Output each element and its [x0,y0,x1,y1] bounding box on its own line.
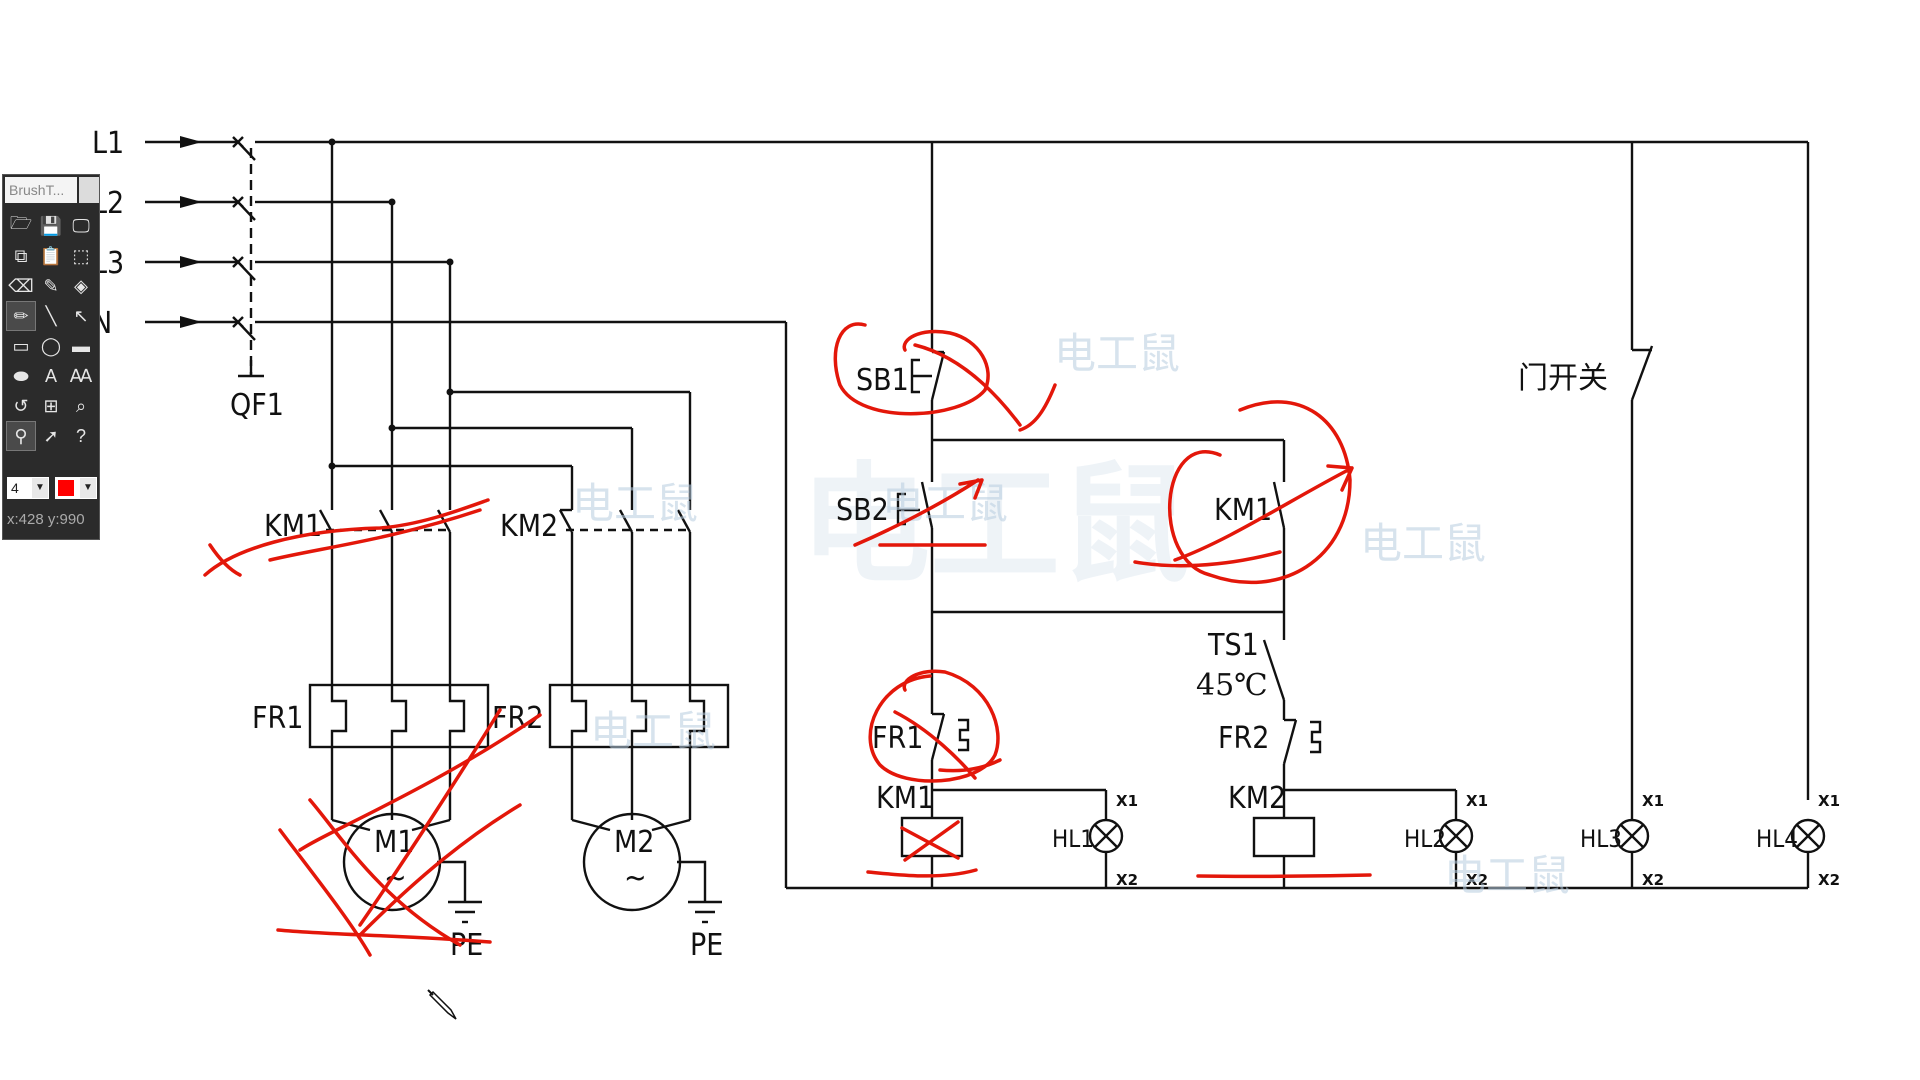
stop-button-sb1: SB1 [856,350,946,440]
label-l1: L1 [92,126,124,161]
cursor-coordinates: x:428 y:990 [7,511,85,528]
watermark-5: 电工鼠 [590,707,716,756]
door-switch: 门开关 [1518,345,1654,820]
toolbar-close-button[interactable] [79,177,99,203]
watermark-3: 电工鼠 [882,479,1008,528]
lamp-hl2: HL2 X1 X2 [1404,790,1488,889]
hl3-x1: X1 [1642,792,1664,810]
hl4-x1: X1 [1818,792,1840,810]
coil-km1: KM1 [876,781,1106,888]
save-icon[interactable]: 💾 [39,215,63,236]
label-km1-hold: KM1 [1214,493,1272,528]
overload-fr1: FR1 [252,683,490,820]
help-icon[interactable]: ? [75,425,86,446]
control-circuit [784,142,1810,890]
label-hl2: HL2 [1404,825,1446,853]
km2-main-contacts: KM2 [500,508,692,685]
km1-main-contacts: KM1 [264,466,452,685]
zoom-icon[interactable]: ⌕ [75,395,87,416]
text-outline-icon[interactable]: Ꜳ [69,365,93,386]
label-fr2-nc: FR2 [1218,721,1269,756]
chevron-down-icon[interactable]: ▼ [32,478,48,498]
temp-switch-ts1: TS1 45℃ [1196,612,1286,720]
phase-inputs: L1 L2 L3 N [92,126,202,341]
selection-rect-icon[interactable]: ⬚ [72,245,90,266]
undo-icon[interactable]: ↺ [13,395,29,416]
label-pe-m1: PE [450,928,483,963]
watermark-1: 电工鼠 [1054,329,1180,378]
rectangle-icon[interactable]: ▭ [12,335,30,356]
hl2-x2: X2 [1466,871,1488,889]
pointer-icon[interactable]: ➚ [43,425,59,446]
toolbar-title[interactable]: BrushT... [5,177,77,203]
hl1-x2: X2 [1116,871,1138,889]
lamp-hl4: HL4 X1 X2 [1756,792,1840,889]
pencil-icon[interactable]: ✏ [6,301,36,331]
motor-m2-tilde: ~ [624,861,647,896]
arrow-icon[interactable]: ↖ [73,305,89,326]
power-buses [270,138,1808,510]
motor-m2: M2 ~ PE [571,812,723,963]
km1-hold-contact: KM1 [1214,481,1286,612]
motor-m1-tilde: ~ [384,861,407,896]
label-sb1: SB1 [856,363,909,398]
label-km2-main: KM2 [500,509,558,544]
watermark-large: 电工鼠 [800,449,1190,601]
fr1-nc-contact: FR1 [872,612,970,790]
watermark-4: 电工鼠 [1360,519,1486,568]
lamp-hl3: HL3 X1 X2 [1580,792,1664,889]
eyedropper-icon[interactable]: ✎ [43,275,59,296]
filled-rectangle-icon[interactable]: ▬ [72,335,90,356]
brush-color-select[interactable]: ▼ [55,477,97,499]
label-hl4: HL4 [1756,825,1798,853]
pencil-cursor-icon [427,989,457,1020]
eraser-icon[interactable]: ⌫ [8,275,34,296]
chevron-down-icon[interactable]: ▼ [80,478,96,498]
screen-capture-icon[interactable]: 🖵 [72,215,90,236]
brush-size-select[interactable]: 4 ▼ [7,477,49,499]
label-fr1-main: FR1 [252,701,303,736]
line-icon[interactable]: ╲ [45,305,57,326]
hl2-x1: X1 [1466,792,1488,810]
hl3-x2: X2 [1642,871,1664,889]
copy-icon[interactable]: ⧉ [14,245,28,266]
label-qf1: QF1 [230,388,284,423]
grid-icon[interactable]: ⊞ [43,395,59,416]
label-pe-m2: PE [690,928,723,963]
label-hl1: HL1 [1052,825,1094,853]
watermark-6: 电工鼠 [1444,851,1570,900]
watermark-2: 电工鼠 [572,479,698,528]
fr2-nc-contact: FR2 [1218,718,1322,790]
fill-bucket-icon[interactable]: ◈ [74,275,88,296]
filled-ellipse-icon[interactable]: ⬬ [13,365,29,386]
ellipse-icon[interactable]: ◯ [40,335,62,356]
hl4-x2: X2 [1818,871,1840,889]
label-m2: M2 [614,825,654,860]
hl1-x1: X1 [1116,792,1138,810]
label-ts1: TS1 [1207,628,1259,663]
label-door-switch: 门开关 [1518,361,1608,396]
label-km1-coil: KM1 [876,781,934,816]
open-folder-icon[interactable]: 🗁 [9,213,33,233]
paste-icon[interactable]: 📋 [39,245,63,266]
label-ts1-temp: 45℃ [1196,668,1268,703]
brush-size-value: 4 [11,480,19,496]
label-km2-coil: KM2 [1228,781,1286,816]
label-hl3: HL3 [1580,825,1622,853]
coil-km2: KM2 [1228,781,1456,888]
label-sb2: SB2 [836,493,889,528]
breaker-qf1: QF1 [200,136,284,423]
pin-icon[interactable]: ⚲ [6,421,36,451]
text-icon[interactable]: A [44,365,57,386]
lamp-hl1: HL1 X1 X2 [1052,790,1138,889]
color-swatch [58,480,74,496]
watermarks: 电工鼠 电工鼠 电工鼠 电工鼠 电工鼠 电工鼠 [572,329,1570,900]
red-annotations [203,322,1372,957]
start-button-sb2: SB2 [836,440,934,612]
label-fr1-nc: FR1 [872,721,923,756]
